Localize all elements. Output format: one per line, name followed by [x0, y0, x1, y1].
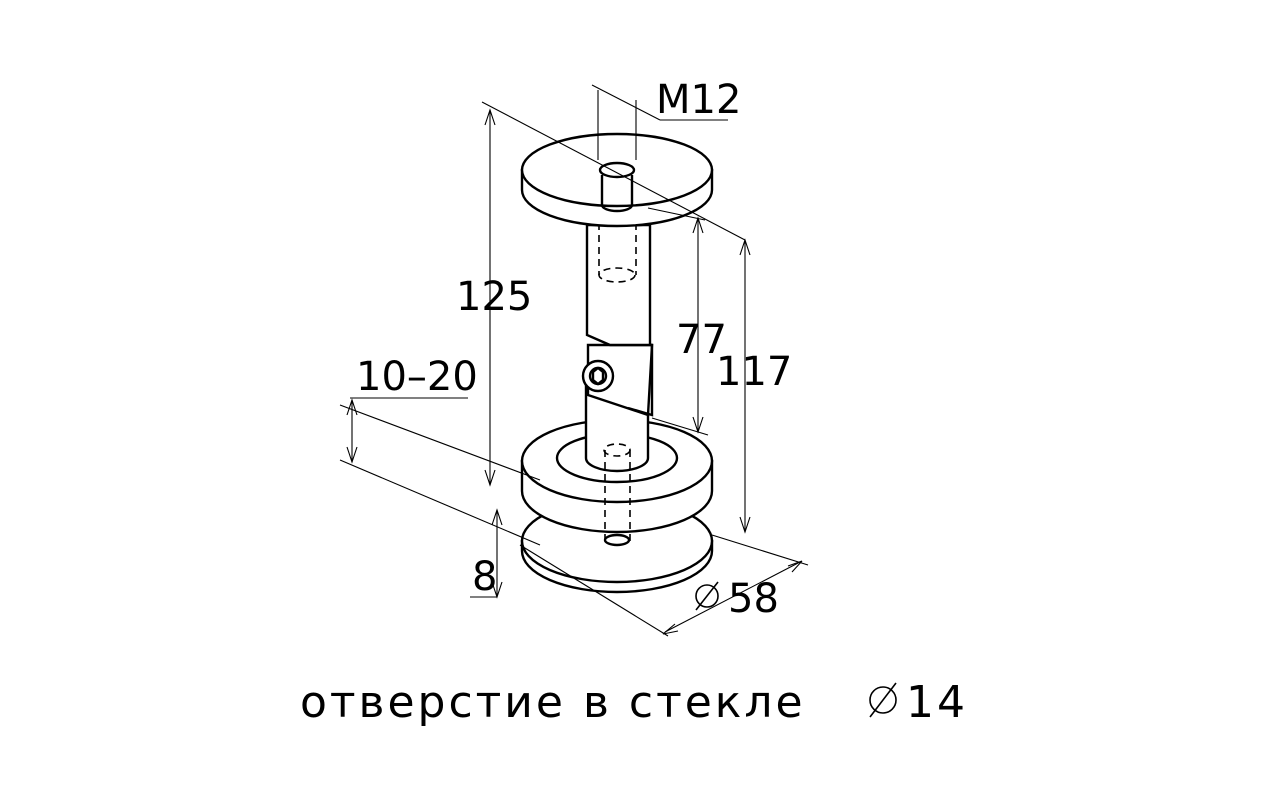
dim-thread-label: M12 [656, 77, 741, 123]
dim-bottom-thickness-label: 8 [472, 554, 497, 600]
top-disc [520, 132, 714, 228]
dim-height-adjust-label: 77 [676, 317, 727, 363]
diameter-symbol-icon [695, 581, 719, 611]
dim-glass-thickness-label: 10–20 [356, 354, 478, 400]
caption-text: отверстие в стекле [300, 677, 806, 728]
diameter-symbol-icon [869, 682, 897, 718]
dim-diameter-label: 58 [728, 576, 779, 622]
glass-point-fitting [520, 132, 714, 594]
dim-height-top-label: 117 [716, 349, 792, 395]
caption-hole-diameter: 14 [906, 677, 968, 728]
dim-height-total-label: 125 [456, 274, 532, 320]
dimension-lines [339, 84, 809, 637]
